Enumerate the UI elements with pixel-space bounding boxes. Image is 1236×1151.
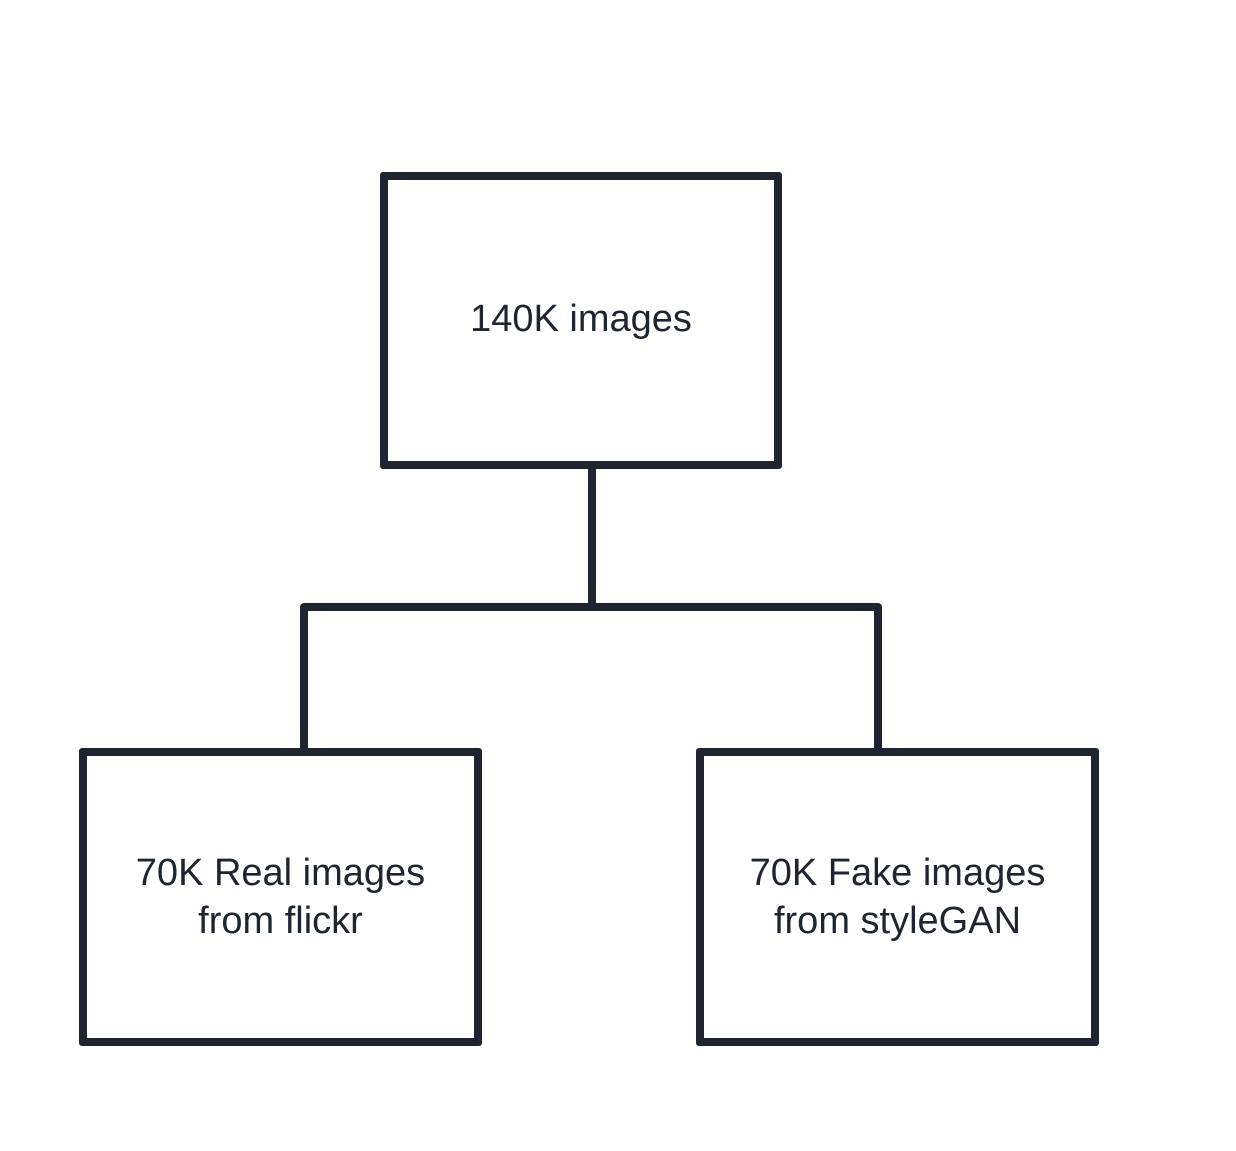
root-node-box: 140K images bbox=[380, 172, 782, 469]
fake-images-node-label: 70K Fake images from styleGAN bbox=[749, 852, 1046, 942]
branch-connector bbox=[300, 603, 882, 749]
root-node-label: 140K images bbox=[470, 297, 692, 340]
real-images-node-box: 70K Real images from flickr bbox=[79, 748, 482, 1046]
fake-images-node-box: 70K Fake images from styleGAN bbox=[696, 748, 1099, 1046]
real-images-node-label: 70K Real images from flickr bbox=[135, 852, 426, 942]
